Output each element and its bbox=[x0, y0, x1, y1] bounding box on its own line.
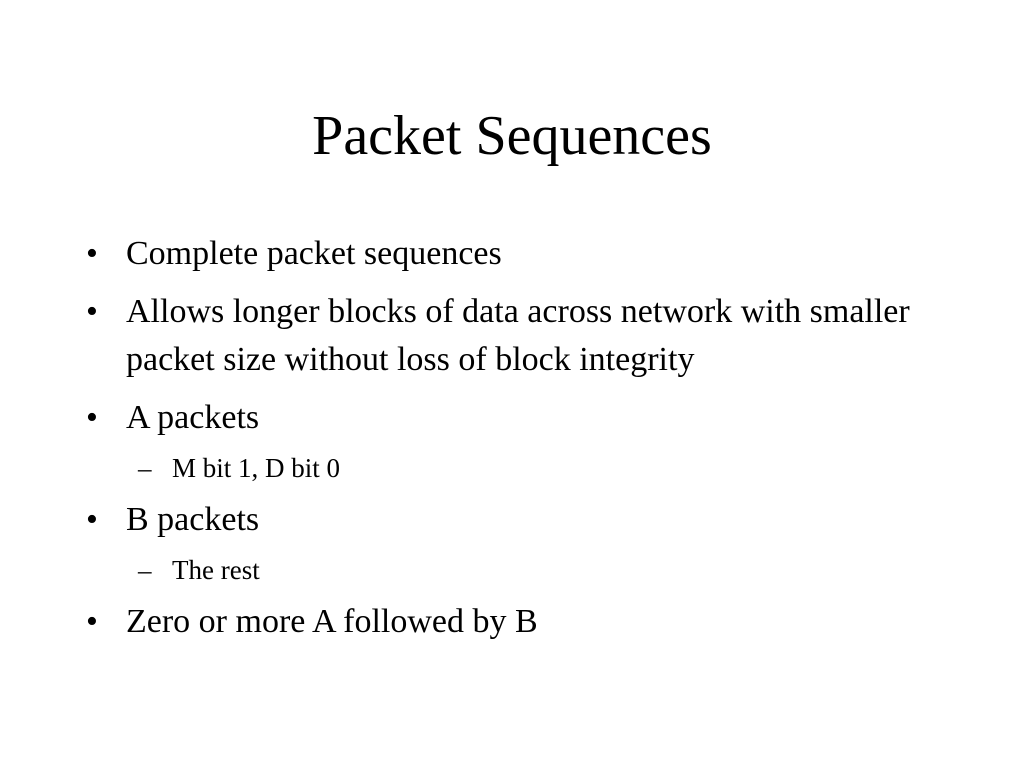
sub-bullet-item: – M bit 1, D bit 0 bbox=[86, 448, 946, 488]
bullet-item: • A packets bbox=[86, 394, 946, 442]
bullet-text: B packets bbox=[126, 501, 260, 538]
sub-bullet-item: – The rest bbox=[86, 550, 946, 590]
bullet-text: Complete packet sequences bbox=[126, 235, 502, 272]
sub-bullet-text: The rest bbox=[172, 555, 260, 585]
bullet-item: • Complete packet sequences bbox=[86, 230, 946, 278]
bullet-icon: • bbox=[86, 235, 98, 272]
bullet-item: • Allows longer blocks of data across ne… bbox=[86, 288, 946, 384]
bullet-icon: • bbox=[86, 399, 98, 436]
bullet-icon: • bbox=[86, 293, 98, 330]
bullet-item: • Zero or more A followed by B bbox=[86, 598, 946, 646]
bullet-item: • B packets bbox=[86, 496, 946, 544]
slide-title: Packet Sequences bbox=[312, 105, 712, 167]
sub-bullet-text: M bit 1, D bit 0 bbox=[172, 453, 341, 483]
bullet-icon: • bbox=[86, 603, 98, 640]
dash-icon: – bbox=[138, 453, 152, 483]
bullet-text: Zero or more A followed by B bbox=[126, 603, 538, 640]
bullet-icon: • bbox=[86, 501, 98, 538]
bullet-text: Allows longer blocks of data across netw… bbox=[126, 293, 910, 378]
bullet-text: A packets bbox=[126, 399, 260, 436]
dash-icon: – bbox=[138, 555, 152, 585]
bullet-list: • Complete packet sequences • Allows lon… bbox=[86, 230, 946, 646]
